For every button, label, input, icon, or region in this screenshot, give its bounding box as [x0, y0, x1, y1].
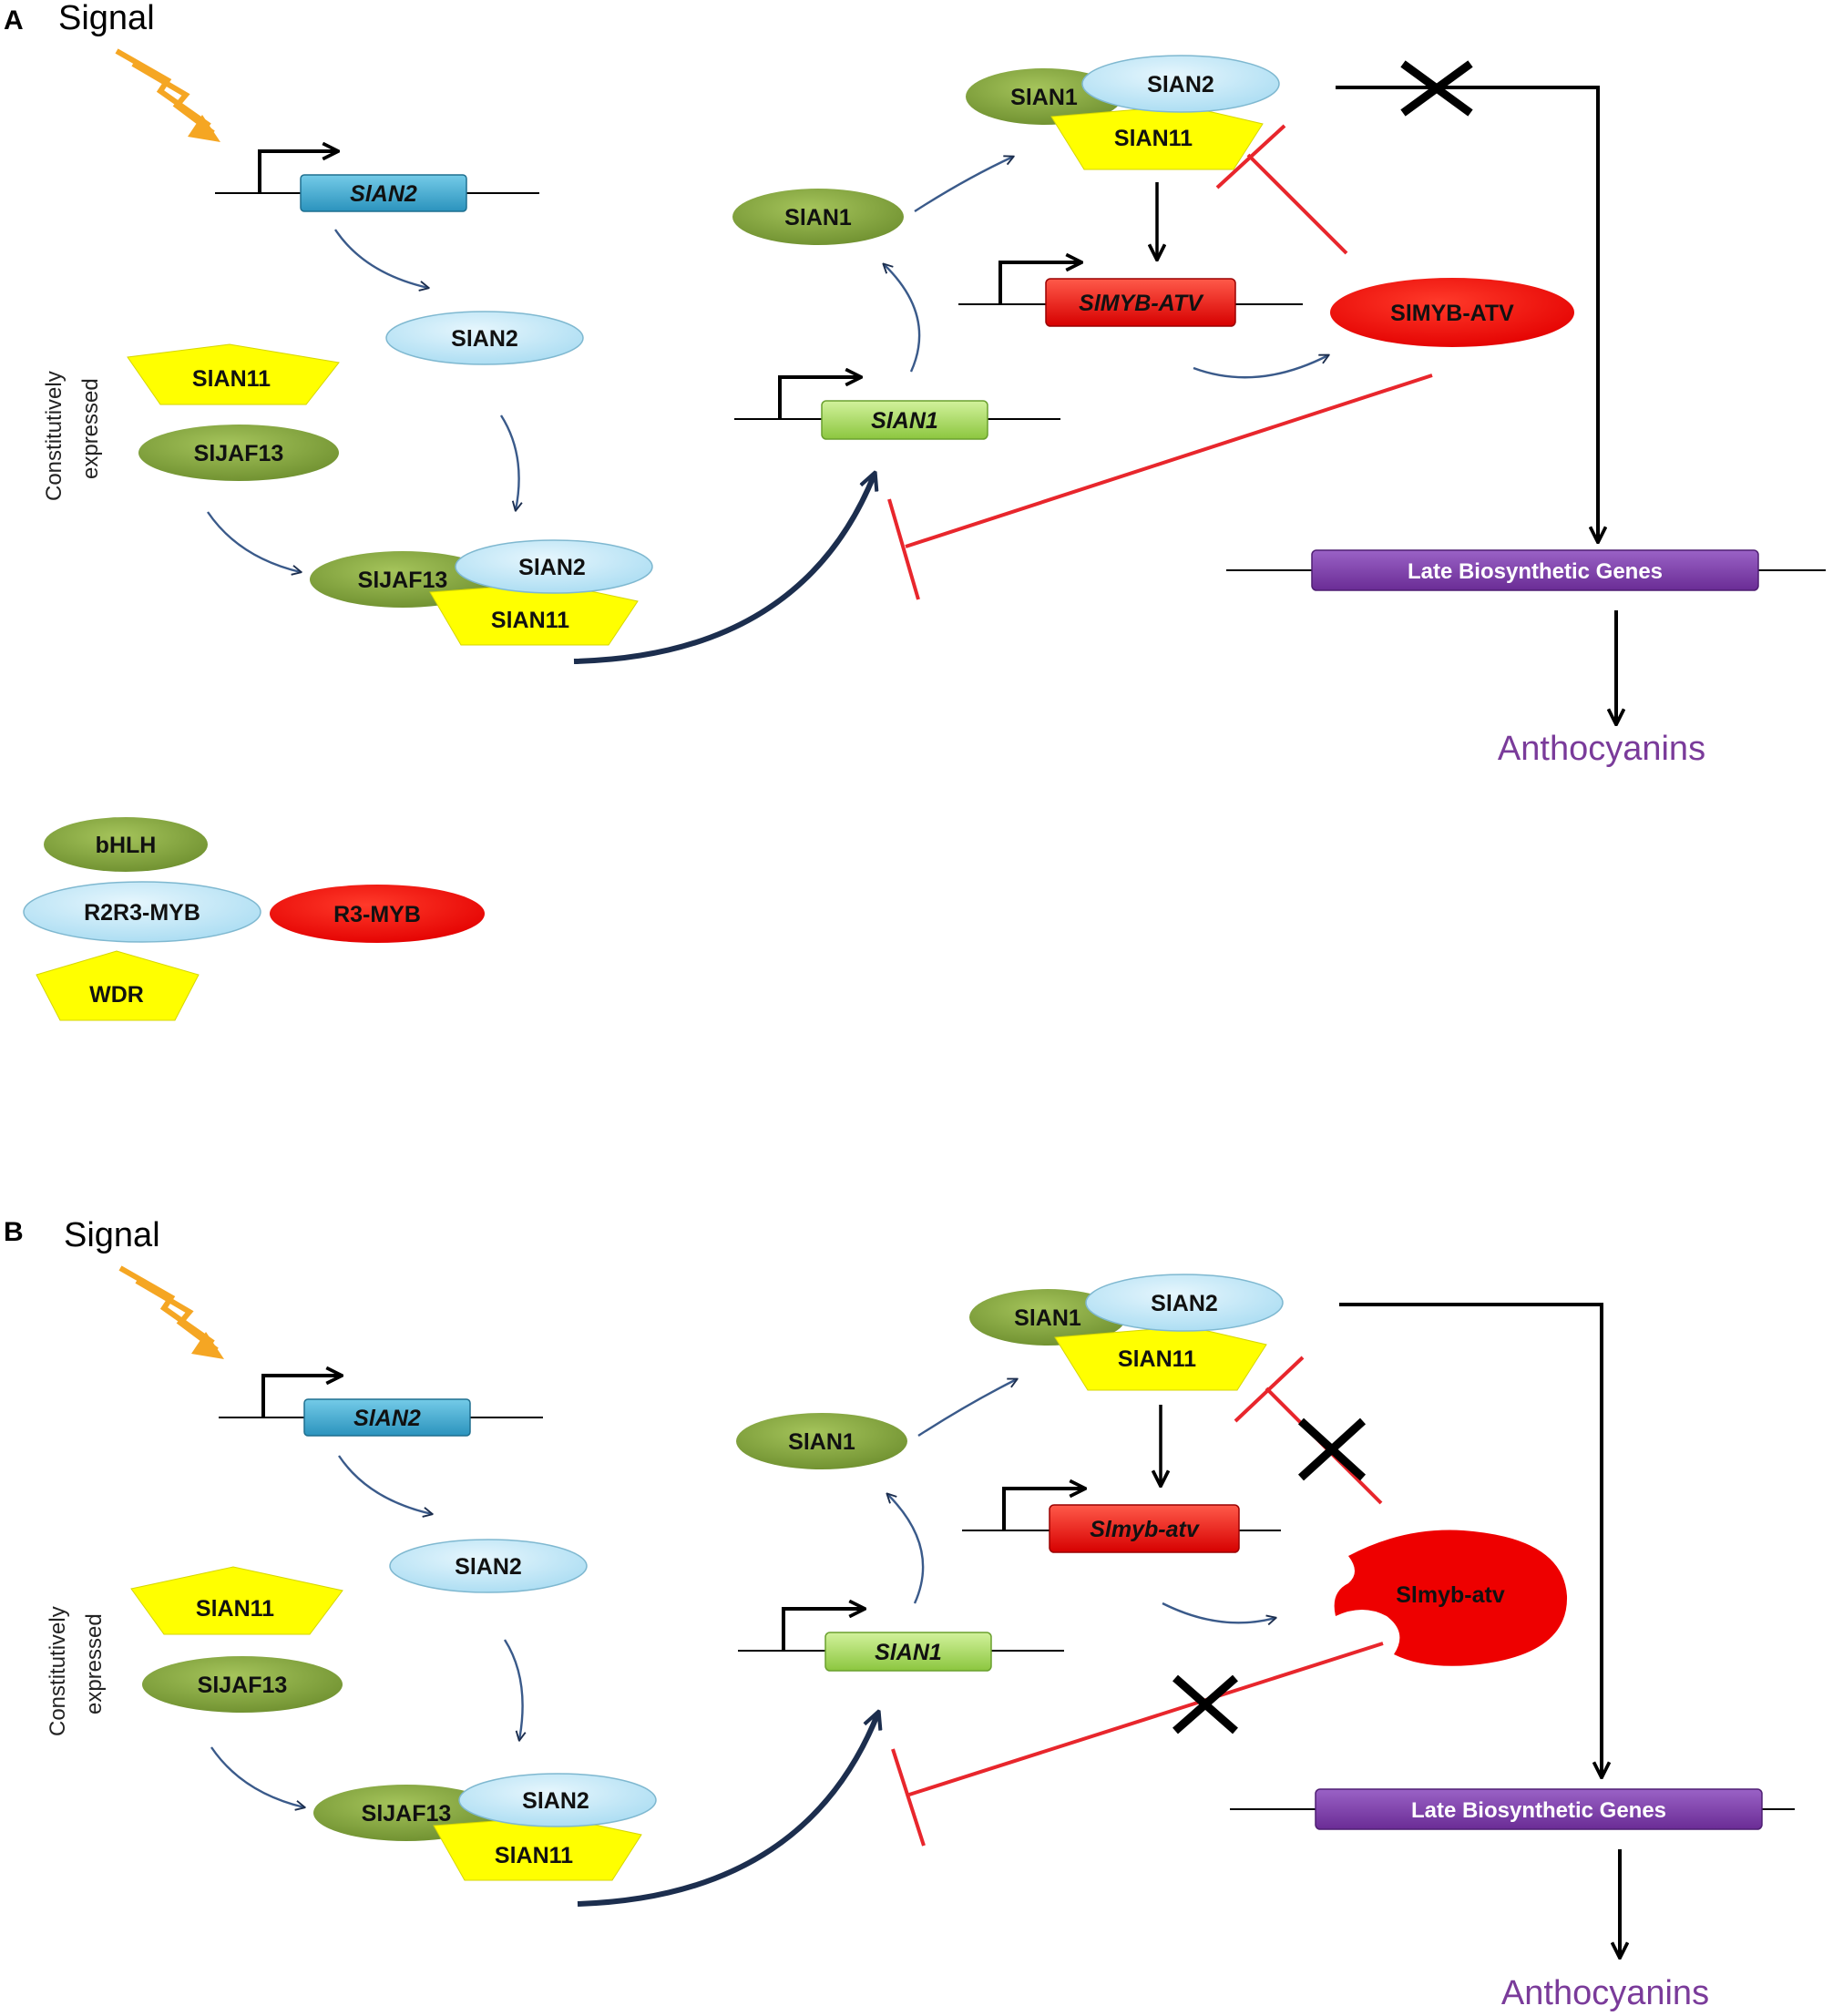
protein-slmyb-atv-label: SlMYB-ATV [1390, 301, 1514, 326]
mbw-b-slan2-label: SlAN2 [1151, 1291, 1218, 1316]
arrow-an1-translation [884, 264, 921, 373]
complex-sljaf13-label: SlJAF13 [358, 568, 448, 593]
protein-slan2-label: SlAN2 [451, 326, 518, 352]
complex-slan11-label: SlAN11 [491, 608, 569, 633]
gene-slmyb-atv-b: Slmyb-atv [962, 1489, 1281, 1553]
block-cross-icon-b2 [1173, 1674, 1238, 1735]
signal-lightning-icon-b [118, 1265, 224, 1359]
signal-label-b: Signal [64, 1216, 160, 1254]
anthocyanins-b-label: Anthocyanins [1501, 1974, 1709, 2012]
protein-slan2-b: SlAN2 [389, 1539, 588, 1593]
arrow-atv-translation-b [1162, 1602, 1275, 1622]
protein-slmyb-atv: SlMYB-ATV [1330, 278, 1574, 347]
gene-slan2-b-label: SlAN2 [353, 1406, 421, 1431]
protein-sljaf13: SlJAF13 [138, 425, 339, 481]
constitutive-label-2: expressed [78, 378, 103, 479]
arrow-to-complex-b [210, 1746, 304, 1807]
arrow-to-complex [207, 511, 301, 572]
protein-slan1: SlAN1 [732, 189, 904, 245]
protein-slan1-label: SlAN1 [784, 205, 852, 230]
repression-atv-slan1 [887, 374, 1433, 600]
lbg-label: Late Biosynthetic Genes [1408, 559, 1663, 584]
mbw-complex-b: SlAN1 SlAN2 SlAN11 [969, 1274, 1284, 1391]
legend-r2r3-label: R2R3-MYB [84, 900, 200, 926]
protein-slmyb-atv-mutant: Slmyb-atv [1334, 1530, 1568, 1666]
legend-bhlh-label: bHLH [96, 833, 157, 858]
legend-wdr-label: WDR [89, 982, 144, 1008]
arrow-atv-translation [1193, 355, 1328, 379]
block-cross-icon-b1 [1297, 1417, 1367, 1481]
mbw-b-slan1-label: SlAN1 [1014, 1305, 1081, 1331]
legend-wdr: WDR [36, 950, 200, 1021]
gene-slmyb-atv-label: SlMYB-ATV [1079, 291, 1204, 316]
legend-r3-label: R3-MYB [333, 902, 421, 927]
gene-slan1-b-label: SlAN1 [875, 1640, 942, 1665]
gene-slmyb-atv: SlMYB-ATV [958, 262, 1303, 327]
protein-slan11-label: SlAN11 [192, 366, 271, 392]
panel-b: B Signal SlAN2 SlAN2 Constitutively expr… [4, 1216, 1795, 2012]
mbw-slan2-label: SlAN2 [1147, 72, 1214, 97]
gene-slan1-b: SlAN1 [738, 1609, 1064, 1672]
protein-slan11-b: SlAN11 [130, 1566, 343, 1635]
arrow-complex-activates-slan1 [573, 474, 875, 664]
legend-bhlh: bHLH [44, 817, 208, 872]
repression-atv-mbw [1215, 124, 1348, 255]
mbw-slan1-label: SlAN1 [1010, 85, 1078, 110]
gene-slan2-label: SlAN2 [350, 181, 417, 207]
gene-late-biosynthetic: Late Biosynthetic Genes [1226, 549, 1826, 591]
panel-a-letter: A [4, 5, 24, 36]
protein-slan2: SlAN2 [385, 311, 584, 365]
mbw-slan11-label: SlAN11 [1114, 126, 1193, 151]
panel-a: A Signal SlAN2 SlAN2 Constitutively expr… [4, 0, 1826, 768]
protein-slan1-b: SlAN1 [736, 1413, 907, 1469]
gene-slan2: SlAN2 [215, 151, 539, 212]
legend-r3-myb: R3-MYB [270, 885, 485, 943]
constitutive-label-b-2: expressed [82, 1613, 107, 1714]
arrow-an2-translation [334, 229, 428, 288]
arrow-an1-translation-b [887, 1494, 925, 1604]
protein-sljaf13-b: SlJAF13 [142, 1656, 343, 1713]
protein-slan2-b-label: SlAN2 [455, 1554, 522, 1580]
arrow-an2-translation-b [338, 1455, 432, 1514]
legend-r2r3-myb: R2R3-MYB [23, 881, 261, 943]
arrow-mbw-to-lbg [1336, 86, 1598, 541]
gene-slmyb-atv-b-label: Slmyb-atv [1090, 1517, 1201, 1542]
complex-jaf13-an2-an11: SlJAF13 SlAN2 SlAN11 [310, 539, 653, 646]
complex-b-slan11-label: SlAN11 [495, 1843, 573, 1868]
panel-b-letter: B [4, 1217, 24, 1247]
arrow-an2-to-complex-b [503, 1639, 523, 1740]
complex-slan2-label: SlAN2 [518, 555, 586, 580]
signal-lightning-icon [115, 48, 220, 142]
mbw-complex: SlAN1 SlAN2 SlAN11 [966, 55, 1280, 170]
arrow-an2-to-complex [499, 414, 519, 510]
constitutive-label-b-1: Constitutively [46, 1606, 70, 1736]
protein-slmyb-atv-mutant-label: Slmyb-atv [1396, 1582, 1505, 1608]
protein-slan11-b-label: SlAN11 [196, 1596, 274, 1622]
repression-blocked-atv-slan1 [891, 1642, 1384, 1847]
arrow-an1-to-mbw [914, 157, 1013, 213]
mbw-b-slan11-label: SlAN11 [1118, 1346, 1196, 1372]
gene-slan2-b: SlAN2 [219, 1376, 543, 1437]
block-cross-icon [1400, 60, 1473, 117]
gene-slan1-label: SlAN1 [871, 408, 938, 434]
arrow-an1-to-mbw-b [917, 1379, 1017, 1438]
lbg-b-label: Late Biosynthetic Genes [1411, 1798, 1666, 1823]
arrow-mbw-to-lbg-b [1339, 1303, 1602, 1776]
protein-slan1-b-label: SlAN1 [788, 1429, 855, 1455]
gene-slan1: SlAN1 [734, 377, 1060, 440]
protein-sljaf13-b-label: SlJAF13 [198, 1673, 288, 1698]
arrow-complex-activates-slan1-b [577, 1713, 878, 1907]
gene-late-biosynthetic-b: Late Biosynthetic Genes [1230, 1788, 1795, 1830]
complex-b-slan2-label: SlAN2 [522, 1788, 589, 1814]
complex-b-sljaf13-label: SlJAF13 [362, 1801, 452, 1827]
legend: bHLH R2R3-MYB R3-MYB WDR [23, 817, 485, 1021]
protein-slan11: SlAN11 [127, 343, 340, 405]
signal-label: Signal [58, 0, 155, 37]
protein-sljaf13-label: SlJAF13 [194, 441, 284, 466]
anthocyanins-label: Anthocyanins [1498, 730, 1705, 768]
complex-jaf13-an2-an11-b: SlJAF13 SlAN2 SlAN11 [313, 1773, 657, 1881]
constitutive-label-1: Constitutively [42, 371, 67, 501]
